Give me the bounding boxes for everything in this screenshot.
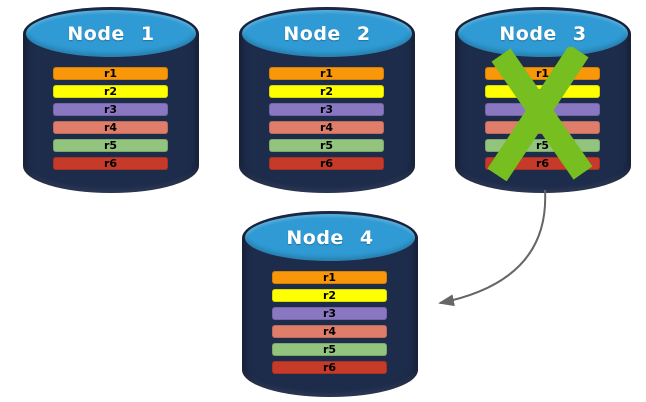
node-title: Node 1 [67, 22, 155, 45]
row-label: r2 [319, 85, 334, 98]
replica-row-r6: r6 [485, 157, 600, 170]
replica-row-r1: r1 [269, 67, 384, 80]
db-cylinder-top: Node 4 [245, 214, 415, 261]
db-cylinder-top: Node 3 [458, 10, 628, 57]
replica-row-r4: r4 [53, 121, 168, 134]
row-label: r2 [103, 85, 118, 98]
replica-row-r6: r6 [272, 361, 387, 374]
row-label: r5 [319, 139, 334, 152]
row-label: r5 [535, 139, 550, 152]
row-label: r2 [535, 85, 550, 98]
row-label: r3 [103, 103, 118, 116]
row-label: r6 [103, 157, 118, 170]
replica-row-r3: r3 [485, 103, 600, 116]
node-1: Node 1 r1 r2 r3 r4 r5 r6 [23, 7, 199, 193]
row-label: r4 [322, 325, 337, 338]
row-label: r1 [322, 271, 337, 284]
replica-row-r2: r2 [272, 289, 387, 302]
row-label: r6 [322, 361, 337, 374]
row-label: r4 [319, 121, 334, 134]
row-label: r3 [535, 103, 550, 116]
replica-row-r2: r2 [53, 85, 168, 98]
row-label: r5 [103, 139, 118, 152]
replica-row-r4: r4 [272, 325, 387, 338]
replica-row-r1: r1 [485, 67, 600, 80]
node-2: Node 2 r1 r2 r3 r4 r5 r6 [239, 7, 415, 193]
row-label: r3 [319, 103, 334, 116]
row-label: r1 [319, 67, 334, 80]
row-label: r1 [535, 67, 550, 80]
row-label: r5 [322, 343, 337, 356]
node-title: Node 2 [283, 22, 371, 45]
node-4: Node 4 r1 r2 r3 r4 r5 r6 [242, 211, 418, 397]
replica-row-r1: r1 [272, 271, 387, 284]
replica-row-r4: r4 [269, 121, 384, 134]
row-list: r1 r2 r3 r4 r5 r6 [272, 271, 387, 379]
db-cylinder-top: Node 1 [26, 10, 196, 57]
row-list: r1 r2 r3 r4 r5 r6 [269, 67, 384, 175]
replica-row-r6: r6 [269, 157, 384, 170]
node-3: Node 3 r1 r2 r3 r4 r5 r6 [455, 7, 631, 193]
replica-row-r2: r2 [269, 85, 384, 98]
row-label: r3 [322, 307, 337, 320]
replica-row-r3: r3 [272, 307, 387, 320]
replica-row-r5: r5 [269, 139, 384, 152]
replica-row-r1: r1 [53, 67, 168, 80]
replica-row-r3: r3 [269, 103, 384, 116]
replica-row-r5: r5 [485, 139, 600, 152]
replica-row-r3: r3 [53, 103, 168, 116]
row-list: r1 r2 r3 r4 r5 r6 [53, 67, 168, 175]
row-label: r1 [103, 67, 118, 80]
row-label: r4 [535, 121, 550, 134]
row-label: r2 [322, 289, 337, 302]
row-list: r1 r2 r3 r4 r5 r6 [485, 67, 600, 175]
node-title: Node 3 [499, 22, 587, 45]
row-label: r6 [319, 157, 334, 170]
row-label: r6 [535, 157, 550, 170]
replica-row-r6: r6 [53, 157, 168, 170]
replica-row-r5: r5 [272, 343, 387, 356]
replica-row-r2: r2 [485, 85, 600, 98]
failover-arrow-icon [438, 189, 547, 307]
replica-row-r4: r4 [485, 121, 600, 134]
row-label: r4 [103, 121, 118, 134]
db-cylinder-top: Node 2 [242, 10, 412, 57]
node-title: Node 4 [286, 226, 374, 249]
replica-row-r5: r5 [53, 139, 168, 152]
